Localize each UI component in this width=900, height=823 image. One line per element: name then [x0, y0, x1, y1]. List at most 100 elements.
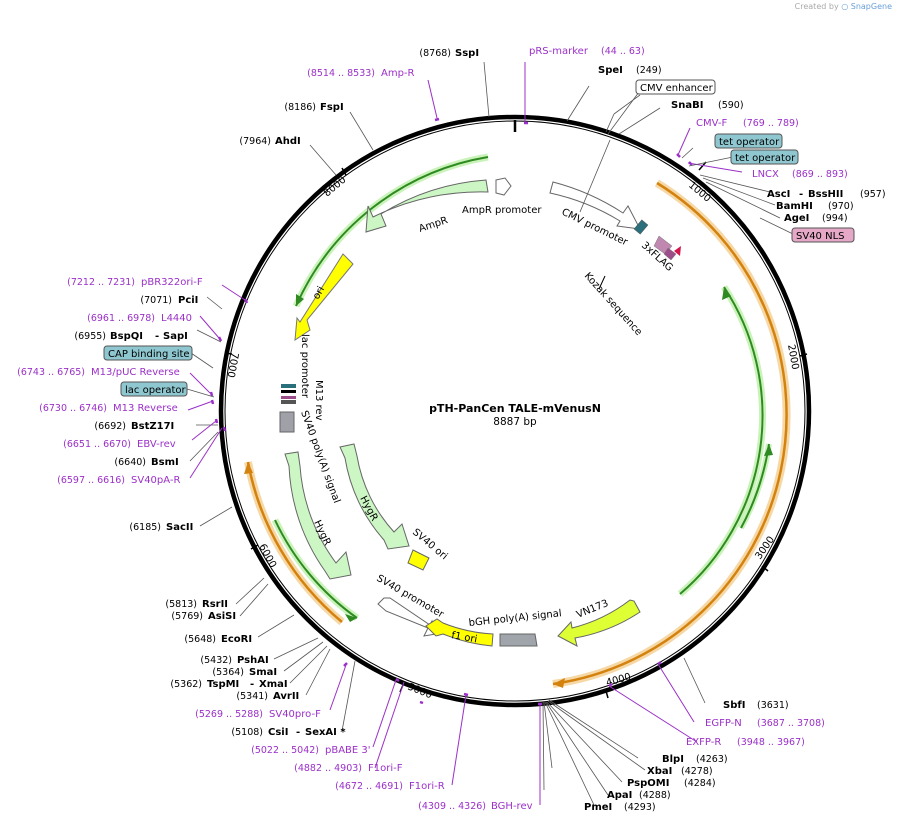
enzyme-sacii: SacII	[166, 522, 193, 533]
box-lac-operator	[120, 381, 188, 397]
primer-amp-r: Amp-R	[381, 68, 415, 79]
enzyme-pos-spei: (249)	[636, 65, 662, 76]
box-sv40-nls-label: SV40 NLS	[796, 231, 845, 242]
enzyme-bspqi-sep: -	[155, 331, 159, 342]
sv40-polya-feature	[279, 411, 295, 433]
box-cap-binding-site-label: CAP binding site	[108, 349, 190, 360]
enzyme-pos-smai: (5364)	[212, 667, 244, 678]
tick-2000: 2000	[785, 344, 800, 371]
enzyme-asci: AscI	[767, 189, 790, 200]
enzyme-tspmi: TspMI	[207, 679, 239, 690]
primer-range-pbabe3: (5022 .. 5042)	[251, 745, 319, 756]
plasmid-size: 8887 bp	[493, 416, 537, 428]
lac-promoter-label: lac promoter	[299, 334, 310, 399]
enzyme-bamhi: BamHI	[776, 201, 813, 212]
box-leaders	[186, 91, 794, 398]
primer-sv40pa-r: SV40pA-R	[131, 475, 180, 486]
enzyme-pcii: PciI	[178, 295, 198, 306]
enzyme-blpi: BlpI	[662, 754, 684, 765]
f1-ori-label: f1 ori	[450, 630, 478, 645]
enzyme-pos-avrii: (5341)	[236, 691, 268, 702]
ampr-green-arc	[295, 156, 489, 307]
enzyme-pos-pspomi: (4284)	[684, 778, 716, 789]
primer-range-sv40pro-f: (5269 .. 5288)	[195, 709, 263, 720]
enzyme-rsrii: RsrII	[202, 599, 228, 610]
box-cap-binding-site	[103, 345, 193, 361]
primer-range-sv40pa-r: (6597 .. 6616)	[57, 475, 125, 486]
left-green-arc	[274, 519, 358, 619]
sv40-promoter-feature	[377, 597, 437, 637]
tick-5000: 5000	[406, 682, 434, 702]
enzyme-sapi: SapI	[163, 331, 188, 342]
primer-range-exfp-r: (3948 .. 3967)	[737, 737, 805, 748]
hygr-inner-feature	[339, 443, 410, 550]
enzyme-pos-apai: (4288)	[639, 790, 671, 801]
enzyme-leaders	[189, 61, 781, 806]
sv40-polya-label: SV40 poly(A) signal	[298, 409, 342, 505]
lac-operator-feature	[281, 390, 296, 393]
enzyme-pos-snabi: (590)	[718, 100, 744, 111]
kozak-line	[598, 275, 606, 290]
lac-promoter-feature	[281, 384, 296, 388]
ampr-green-arrow	[296, 294, 304, 306]
f1-ori-feature	[425, 618, 494, 647]
enzyme-ecori: EcoRI	[221, 634, 252, 645]
enzyme-pos-ecori: (5648)	[184, 634, 216, 645]
box-cmv-enhancer-label: CMV enhancer	[640, 83, 714, 94]
enzyme-pos-pshai: (5432)	[200, 655, 232, 666]
teal-feature	[633, 219, 649, 235]
primer-range-amp-r: (8514 .. 8533)	[307, 68, 375, 79]
tale-region-arc	[552, 181, 788, 686]
enzyme-pspomi: PspOMI	[627, 778, 669, 789]
primer-range-prs-marker: (44 .. 63)	[601, 46, 645, 57]
enzyme-pos-asisi: (5769)	[171, 611, 203, 622]
enzyme-csii: CsiI	[268, 727, 288, 738]
enzyme-csii-sep: -	[296, 727, 300, 738]
box-tet-operator-1	[714, 133, 783, 149]
credit-prefix: Created by	[794, 2, 839, 11]
enzyme-sbfi: SbfI	[723, 700, 745, 711]
m13-feature	[281, 400, 296, 404]
enzyme-fspi: FspI	[320, 102, 344, 113]
primer-sv40pro-f: SV40pro-F	[269, 709, 321, 720]
credit-brand: SnapGene	[850, 2, 892, 11]
primer-range-l4440: (6961 .. 6978)	[87, 313, 155, 324]
enzyme-pos-tspmi: (5362)	[170, 679, 202, 690]
primer-range-m13puc: (6743 .. 6765)	[17, 367, 85, 378]
primer-cmv-f: CMV-F	[696, 118, 727, 129]
enzyme-tspmi-sep: -	[250, 679, 254, 690]
snapgene-logo-icon: ○	[841, 2, 849, 11]
tale-region-arrow	[553, 678, 565, 688]
cap-site-feature	[281, 396, 296, 399]
enzyme-pos-bsmi: (6640)	[114, 457, 146, 468]
box-cmv-enhancer	[635, 79, 716, 95]
tale-green-arc	[679, 286, 764, 595]
ampr-promoter-feature	[495, 177, 512, 196]
enzyme-bsmi: BsmI	[151, 457, 179, 468]
bgh-feature	[499, 633, 538, 647]
box-tet-operator-1-label: tet operator	[719, 137, 780, 148]
primer-range-pbr322ori-f: (7212 .. 7231)	[67, 277, 135, 288]
ampr-label: AmpR	[418, 215, 450, 235]
primer-m13-reverse: M13 Reverse	[113, 403, 178, 414]
primer-range-cmv-f: (769 .. 789)	[743, 118, 799, 129]
enzyme-pos-rsrii: (5813)	[165, 599, 197, 610]
ori-feature	[294, 253, 354, 341]
primer-marks	[209, 117, 693, 706]
enzyme-pos-pmei: (4293)	[624, 802, 656, 813]
enzyme-pos-sspi: (8768)	[419, 48, 451, 59]
primer-range-f1ori-r: (4672 .. 4691)	[335, 781, 403, 792]
enzyme-pshai: PshAI	[237, 655, 269, 666]
primer-range-ebv-rev: (6651 .. 6670)	[63, 439, 131, 450]
enzyme-xbai: XbaI	[647, 766, 672, 777]
plasmid-backbone	[218, 114, 812, 708]
primer-f1ori-f: F1ori-F	[368, 763, 403, 774]
red-marker	[674, 246, 681, 256]
enzyme-ahdi: AhdI	[275, 136, 301, 147]
primer-range-bgh-rev: (4309 .. 4326)	[418, 801, 486, 812]
primer-exfp-r: EXFP-R	[686, 737, 721, 748]
enzyme-pos-csii: (5108)	[231, 727, 263, 738]
primer-pbabe3: pBABE 3'	[325, 745, 371, 756]
primer-ebv-rev: EBV-rev	[137, 439, 176, 450]
primer-bgh-rev: BGH-rev	[491, 801, 533, 812]
